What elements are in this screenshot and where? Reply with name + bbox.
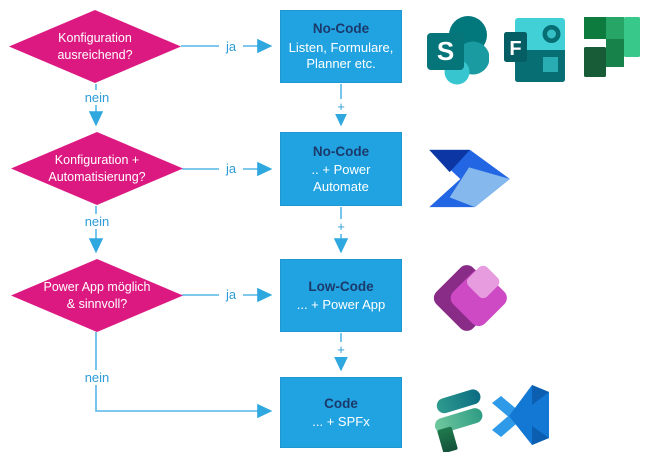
edge-label-plus-1: + [332,99,350,114]
process-body: .. + Power Automate [311,162,371,194]
process-body: Listen, Formulare, Planner etc. [288,39,394,72]
power-automate-icon [429,149,510,208]
edge-label-nein-1: nein [77,90,117,105]
process-no-code-power-automate: No-Code .. + Power Automate [280,132,402,206]
decision-text: ausreichend? [57,47,133,62]
sharepoint-letter: S [437,36,454,66]
decision-konfiguration-automatisierung: Konfiguration + Automatisierung? [11,132,183,205]
connector-d3-nein-p4 [95,332,273,419]
edge-label-ja-2: ja [219,161,243,176]
process-title: No-Code [312,143,370,159]
planner-icon [584,17,640,77]
spfx-icon [435,389,483,452]
decision-text: Konfiguration + [54,153,140,167]
process-title: Code [324,395,358,411]
power-apps-icon [433,265,507,331]
sharepoint-icon: S [427,16,489,85]
process-title: Low-Code [308,278,374,294]
edge-label-plus-2: + [332,219,350,234]
edge-label-nein-3: nein [77,370,117,385]
process-no-code-listen: No-Code Listen, Formulare, Planner etc. [280,10,402,83]
decision-text: & sinnvoll? [66,296,128,311]
process-code-spfx: Code ... + SPFx [280,377,402,448]
process-body: ... + SPFx [312,413,370,429]
forms-icon: F [504,18,565,82]
edge-label-plus-3: + [332,342,350,357]
edge-label-nein-2: nein [77,214,117,229]
process-title: No-Code [312,21,370,37]
decision-text: Power App möglich [43,280,151,294]
decision-text: Konfiguration [58,31,132,45]
edge-label-ja-1: ja [219,39,243,54]
decision-konfiguration-ausreichend: Konfiguration ausreichend? [9,10,181,83]
decision-power-app-sinnvoll: Power App möglich & sinnvoll? [11,259,183,332]
vscode-icon [492,385,549,445]
forms-letter: F [509,38,521,60]
process-body: ... + Power App [296,296,386,312]
decision-text: Automatisierung? [48,169,146,184]
process-low-code-power-app: Low-Code ... + Power App [280,259,402,332]
edge-label-ja-3: ja [219,287,243,302]
